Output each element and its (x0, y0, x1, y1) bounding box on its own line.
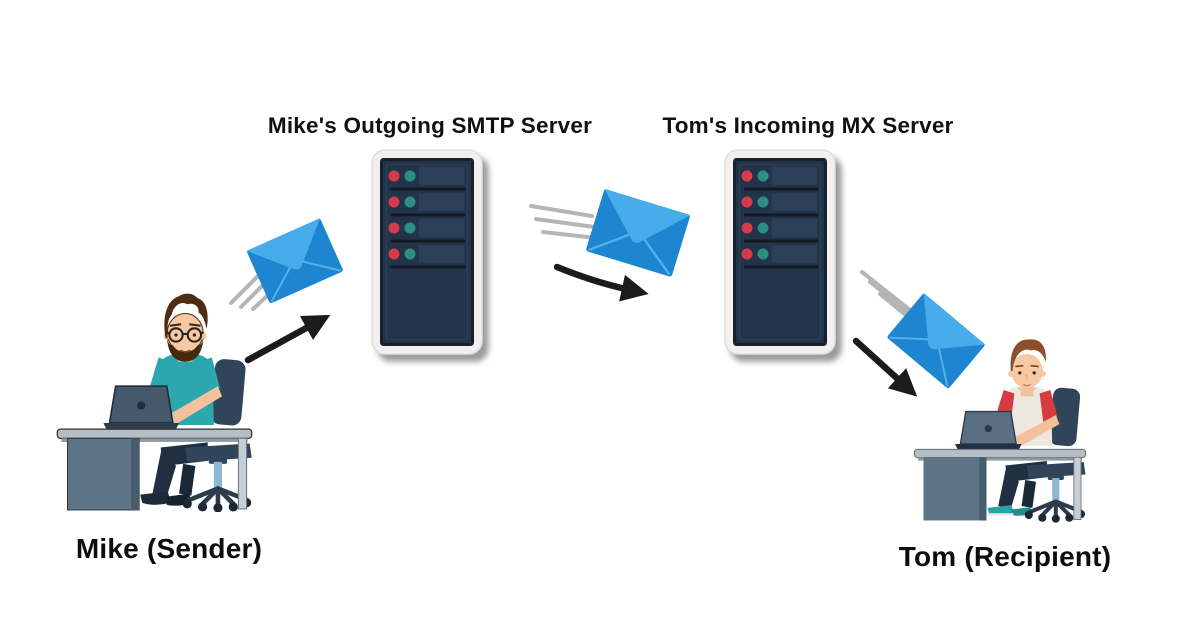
envelope-icon (529, 188, 691, 278)
envelope-icon (229, 217, 345, 311)
hair (164, 293, 208, 340)
person-tom-at-desk (914, 339, 1086, 523)
envelope-icon (860, 270, 987, 390)
office-chair-icon (210, 359, 246, 426)
recipient-label: Tom (Recipient) (898, 541, 1112, 572)
flow-arrow-mx-to-recipient (852, 337, 918, 397)
desk-drawer (923, 457, 987, 521)
desk-icon (56, 428, 253, 442)
desk-drawer (67, 437, 140, 511)
shoe (987, 505, 1014, 516)
smtp-server-tower-icon (370, 148, 488, 360)
flow-arrow-sender-to-smtp (244, 314, 331, 364)
flow-arrow-smtp-to-mx (553, 263, 649, 302)
desk-icon (914, 448, 1086, 461)
office-chair-icon (1049, 387, 1081, 447)
beard (166, 332, 204, 362)
laptop-icon (103, 385, 180, 430)
mx-server-tower-icon (723, 148, 841, 360)
sender-label: Mike (Sender) (75, 533, 263, 564)
laptop-icon (955, 410, 1022, 450)
mx-server-label: Tom's Incoming MX Server (662, 113, 954, 138)
person-mike-at-desk (56, 293, 253, 512)
hair (1010, 339, 1046, 372)
smtp-server-label: Mike's Outgoing SMTP Server (267, 113, 593, 138)
speed-lines-icon (529, 204, 598, 240)
glasses-icon (166, 327, 205, 343)
